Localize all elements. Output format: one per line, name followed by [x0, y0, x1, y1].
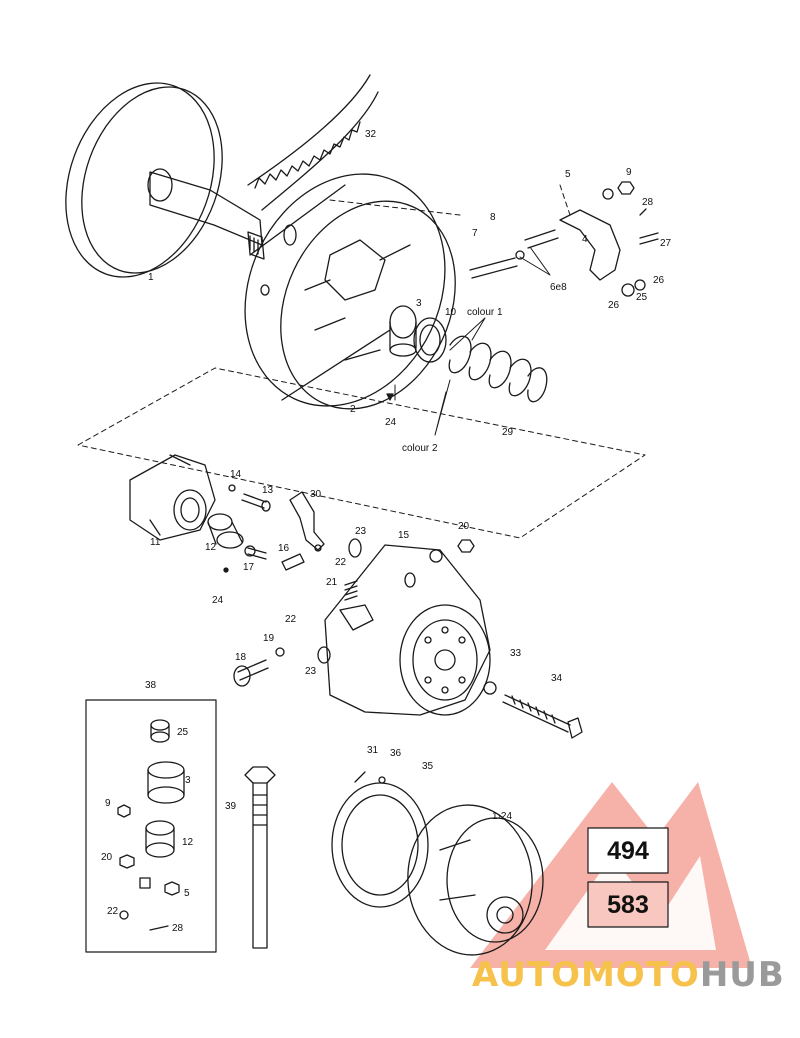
label-kit-28: 28	[172, 923, 184, 934]
bolt-39	[244, 766, 276, 949]
label-part-9: 9	[626, 167, 632, 178]
label-part-26a: 26	[653, 275, 665, 286]
label-part-33: 33	[510, 648, 522, 659]
spring-21	[344, 580, 358, 601]
label-colour-2: colour 2	[402, 443, 438, 454]
label-part-22: 22	[335, 557, 347, 568]
label-part-12: 12	[205, 542, 217, 553]
label-part-17: 17	[243, 562, 255, 573]
drive-belt	[247, 74, 379, 211]
kit-box-38	[85, 699, 217, 953]
bushing-3	[389, 305, 417, 357]
label-part-1224: 1›24	[492, 811, 513, 822]
bolt-34	[502, 694, 583, 739]
seal-10	[413, 317, 447, 363]
label-part-24b: 24	[212, 595, 224, 606]
model-code-583: 583	[607, 891, 649, 919]
roller-16	[281, 553, 305, 571]
roller-22	[348, 538, 362, 558]
lever-assembly	[469, 181, 659, 297]
watermark-text-part2: HUB	[699, 955, 785, 995]
bolt-18	[233, 659, 269, 687]
nut-20	[457, 539, 475, 553]
label-kit-25: 25	[177, 727, 189, 738]
label-part-23: 23	[355, 526, 367, 537]
spring-29	[448, 335, 548, 403]
label-part-19: 19	[263, 633, 275, 644]
label-part-5: 5	[565, 169, 571, 180]
label-kit-9: 9	[105, 798, 111, 809]
label-part-20: 20	[458, 521, 470, 532]
label-part-30: 30	[310, 489, 322, 500]
screw-17	[244, 545, 267, 560]
label-part-34: 34	[551, 673, 563, 684]
watermark-text-part1: AUTOMOTO	[472, 955, 700, 995]
watermark-logo	[470, 782, 752, 968]
label-part-27: 27	[660, 238, 672, 249]
label-part-18: 18	[235, 652, 247, 663]
label-part-26b: 26	[608, 300, 620, 311]
label-part-16: 16	[278, 543, 290, 554]
roller-23b	[317, 646, 331, 664]
label-part-22b: 22	[285, 614, 297, 625]
model-code-494: 494	[607, 837, 649, 865]
label-part-2: 2	[350, 404, 356, 415]
label-kit-3: 3	[185, 775, 191, 786]
fixed-sheave	[65, 82, 265, 278]
bushing-12	[207, 513, 244, 549]
cam-arm-30	[289, 491, 325, 552]
drip-mark-24	[223, 567, 229, 573]
movable-sheave-housing	[244, 173, 456, 410]
label-part-11: 11	[150, 537, 161, 548]
washer-14	[228, 484, 236, 492]
assembly-outline-dashed	[77, 184, 646, 539]
label-part-31: 31	[367, 745, 379, 756]
label-kit-20: 20	[101, 852, 113, 863]
label-part-14: 14	[230, 469, 242, 480]
label-part-6e8: 6e8	[550, 282, 567, 293]
watermark-text: AUTOMOTOHUB	[472, 955, 785, 995]
assembled-pulley-1224	[407, 804, 544, 956]
label-part-8: 8	[490, 212, 496, 223]
label-colour-1: colour 1	[467, 307, 503, 318]
spider-11	[129, 454, 216, 541]
label-part-1: 1	[148, 272, 154, 283]
drip-mark	[386, 393, 394, 401]
label-part-25: 25	[636, 292, 648, 303]
label-part-28: 28	[642, 197, 654, 208]
label-part-10: 10	[445, 307, 457, 318]
governor-cup-15	[324, 544, 491, 716]
label-part-39: 39	[225, 801, 237, 812]
label-part-7: 7	[472, 228, 478, 239]
label-part-38: 38	[145, 680, 157, 691]
label-part-32: 32	[365, 129, 377, 140]
model-code-boxes	[587, 827, 669, 928]
colour-leaders	[394, 246, 551, 436]
washer-19	[275, 647, 285, 657]
label-kit-12: 12	[182, 837, 194, 848]
screw-13	[241, 493, 271, 512]
label-part-4: 4	[582, 234, 588, 245]
label-part-21: 21	[326, 577, 338, 588]
label-part-23b: 23	[305, 666, 317, 677]
label-part-36: 36	[390, 748, 402, 759]
label-part-35: 35	[422, 761, 434, 772]
label-part-24a: 24	[385, 417, 397, 428]
cover-plate-35	[331, 771, 429, 908]
washer-33	[483, 681, 497, 695]
label-part-13: 13	[262, 485, 274, 496]
label-part-3: 3	[416, 298, 422, 309]
label-part-29: 29	[502, 427, 514, 438]
label-part-15: 15	[398, 530, 410, 541]
label-kit-5: 5	[184, 888, 190, 899]
label-kit-22: 22	[107, 906, 119, 917]
